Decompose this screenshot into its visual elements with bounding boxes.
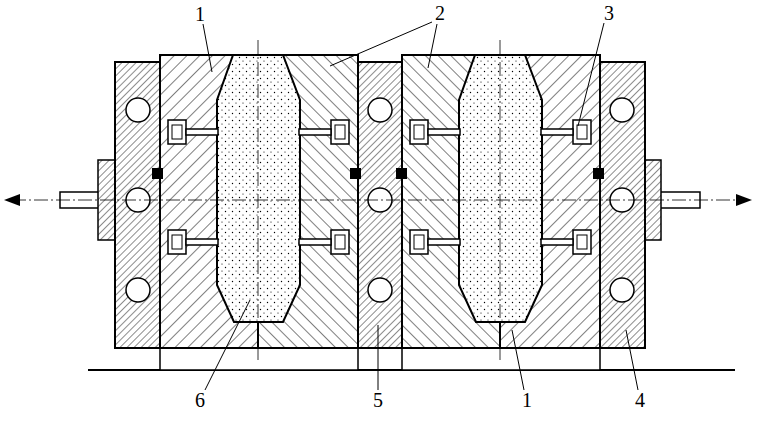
callout-number: 1 xyxy=(195,4,205,24)
callout-number: 6 xyxy=(195,390,205,410)
callout-number: 1 xyxy=(522,390,532,410)
callout-number: 4 xyxy=(635,390,645,410)
callout-number: 2 xyxy=(435,3,445,23)
callout-number: 3 xyxy=(604,3,614,23)
callout-number: 5 xyxy=(373,390,383,410)
